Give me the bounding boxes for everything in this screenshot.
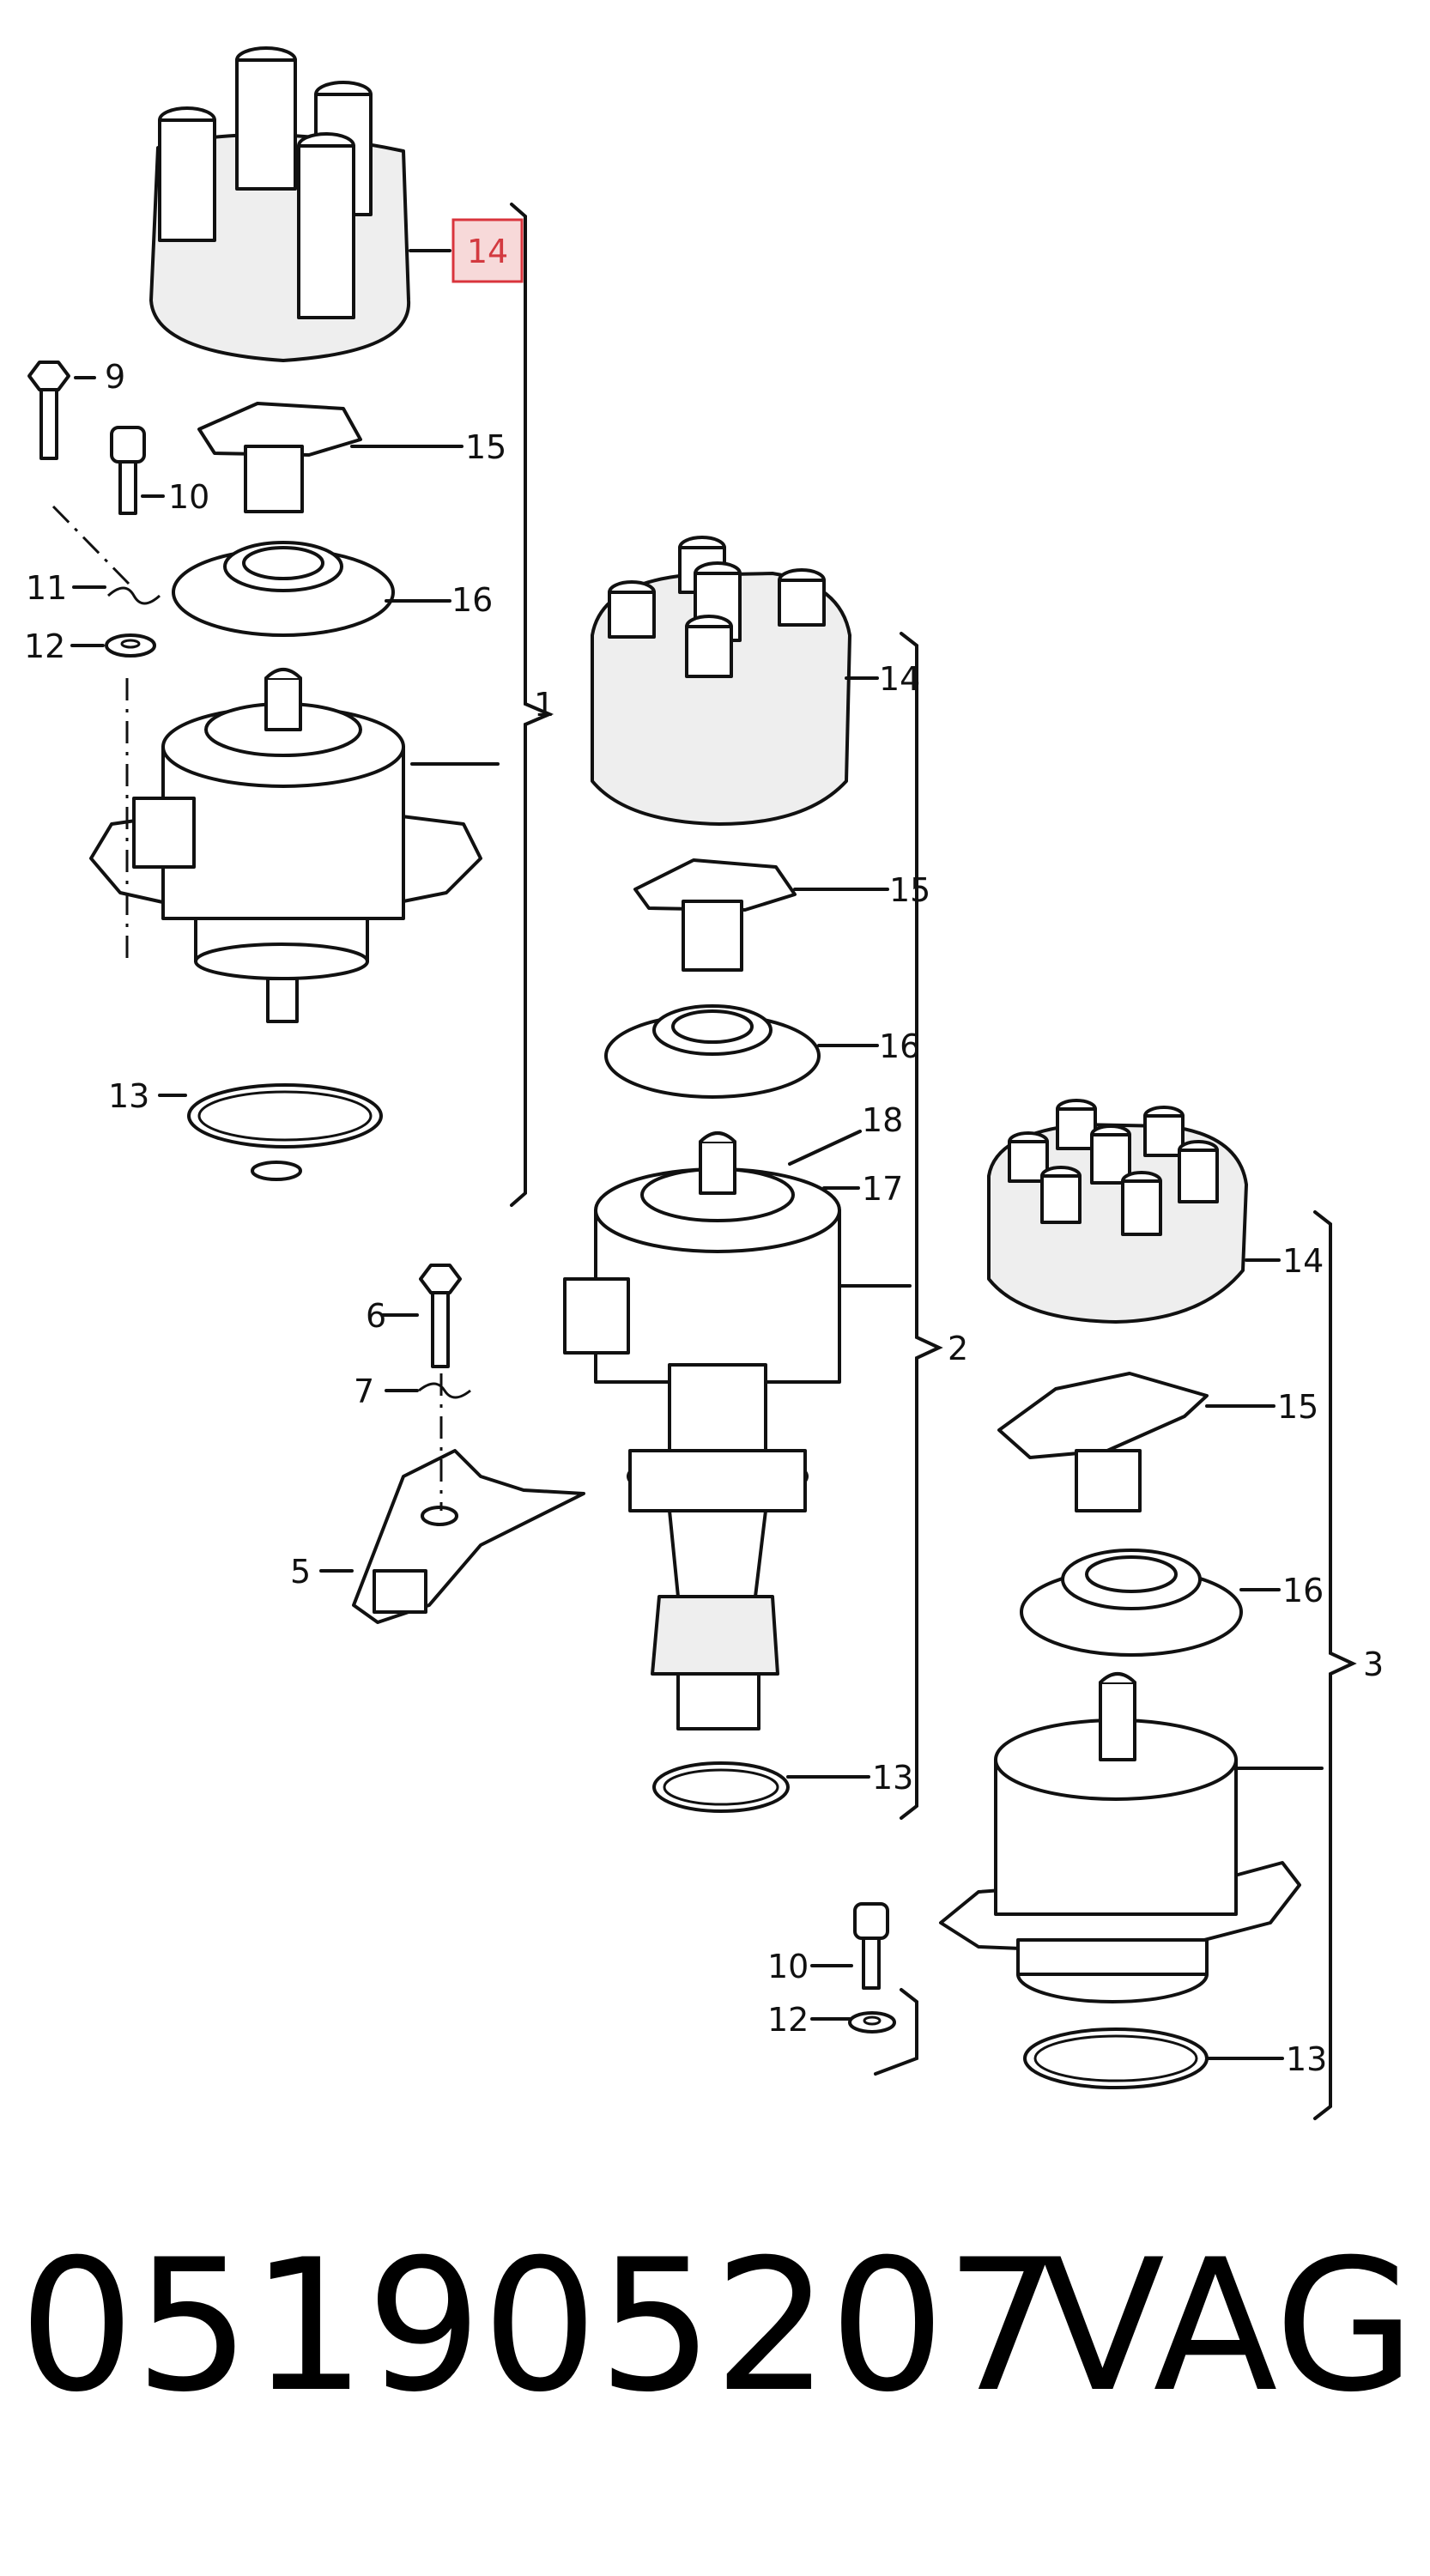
- callout-a9: 9: [105, 358, 125, 396]
- dust-cover-1: [172, 541, 395, 637]
- callout-a15: 15: [465, 428, 506, 466]
- callout-a11: 11: [26, 569, 67, 607]
- seal-ring-small-1: [251, 1161, 302, 1181]
- o-ring-2-inner: [663, 1768, 779, 1806]
- bracket-2-foot: [874, 1988, 918, 2076]
- distributor-body-2: [563, 1131, 841, 1730]
- washer-12: [105, 633, 156, 658]
- callout-b16: 16: [879, 1027, 920, 1065]
- bolt-6: [419, 1264, 462, 1368]
- clamp-plate-5: [352, 1449, 585, 1624]
- rotor-1: [197, 402, 362, 513]
- callout-c12: 12: [767, 2001, 809, 2039]
- distributor-assembly-1: [27, 46, 554, 1207]
- screw-10: [110, 426, 146, 515]
- callout-a14: 14: [467, 233, 508, 270]
- callout-c15: 15: [1277, 1388, 1318, 1426]
- callout-c10: 10: [767, 1948, 809, 1985]
- callout-b14: 14: [879, 660, 920, 698]
- o-ring-3: [1023, 2027, 1209, 2089]
- group-bracket-3: [1313, 1210, 1357, 2120]
- dust-cover-3: [1020, 1549, 1243, 1657]
- dust-cover-2: [604, 1004, 821, 1099]
- callout-a1: 1: [534, 686, 554, 724]
- screw-10-b: [853, 1902, 889, 1990]
- group-bracket-1: [510, 203, 554, 1207]
- brand-name: VAG: [1040, 2220, 1416, 2432]
- rotor-2: [633, 858, 797, 972]
- callout-c16: 16: [1282, 1572, 1324, 1609]
- distributor-cap-1: [149, 46, 411, 362]
- callout-a10: 10: [168, 478, 209, 516]
- callout-c14: 14: [1282, 1242, 1324, 1280]
- clip-11: [106, 586, 161, 605]
- callout-c13: 13: [1286, 2040, 1327, 2078]
- callout-b2: 2: [948, 1330, 968, 1367]
- o-ring-3-inner: [1033, 2034, 1198, 2082]
- bolt-9: [27, 361, 70, 460]
- highlighted-callout-box: [451, 218, 524, 283]
- callout-labels: 14 15 16 1 9 10 11 12 13 6 7 5 14 15 16 …: [24, 233, 1384, 2078]
- distributor-cap-2: [591, 536, 851, 826]
- callout-a5: 5: [290, 1553, 311, 1591]
- part-number: 051905207: [19, 2220, 1061, 2432]
- callout-b17: 17: [862, 1170, 903, 1208]
- axis-line-1: [52, 505, 130, 585]
- o-ring-2: [652, 1761, 790, 1813]
- distributor-assembly-2: [563, 536, 943, 1820]
- callout-a12: 12: [24, 627, 65, 665]
- callout-a6: 6: [366, 1297, 386, 1335]
- distributor-cap-3: [987, 1099, 1248, 1324]
- group-bracket-2: [900, 632, 943, 1820]
- distributor-body-1: [89, 668, 482, 1023]
- callout-a16: 16: [451, 581, 493, 619]
- washer-7: [418, 1382, 471, 1399]
- o-ring-1: [187, 1083, 383, 1149]
- o-ring-1-inner: [197, 1090, 373, 1142]
- distributor-body-3: [939, 1672, 1301, 2003]
- distributor-assembly-3: [810, 1099, 1357, 2120]
- washer-12-b: [848, 2011, 896, 2034]
- callout-a13: 13: [108, 1077, 149, 1115]
- callout-b13: 13: [872, 1759, 913, 1797]
- callout-b15: 15: [889, 871, 930, 909]
- callout-b18: 18: [862, 1101, 903, 1139]
- callout-a7: 7: [354, 1373, 374, 1410]
- rotor-3: [997, 1372, 1209, 1512]
- clamp-parts: [319, 1264, 585, 1624]
- callout-c3: 3: [1363, 1646, 1384, 1683]
